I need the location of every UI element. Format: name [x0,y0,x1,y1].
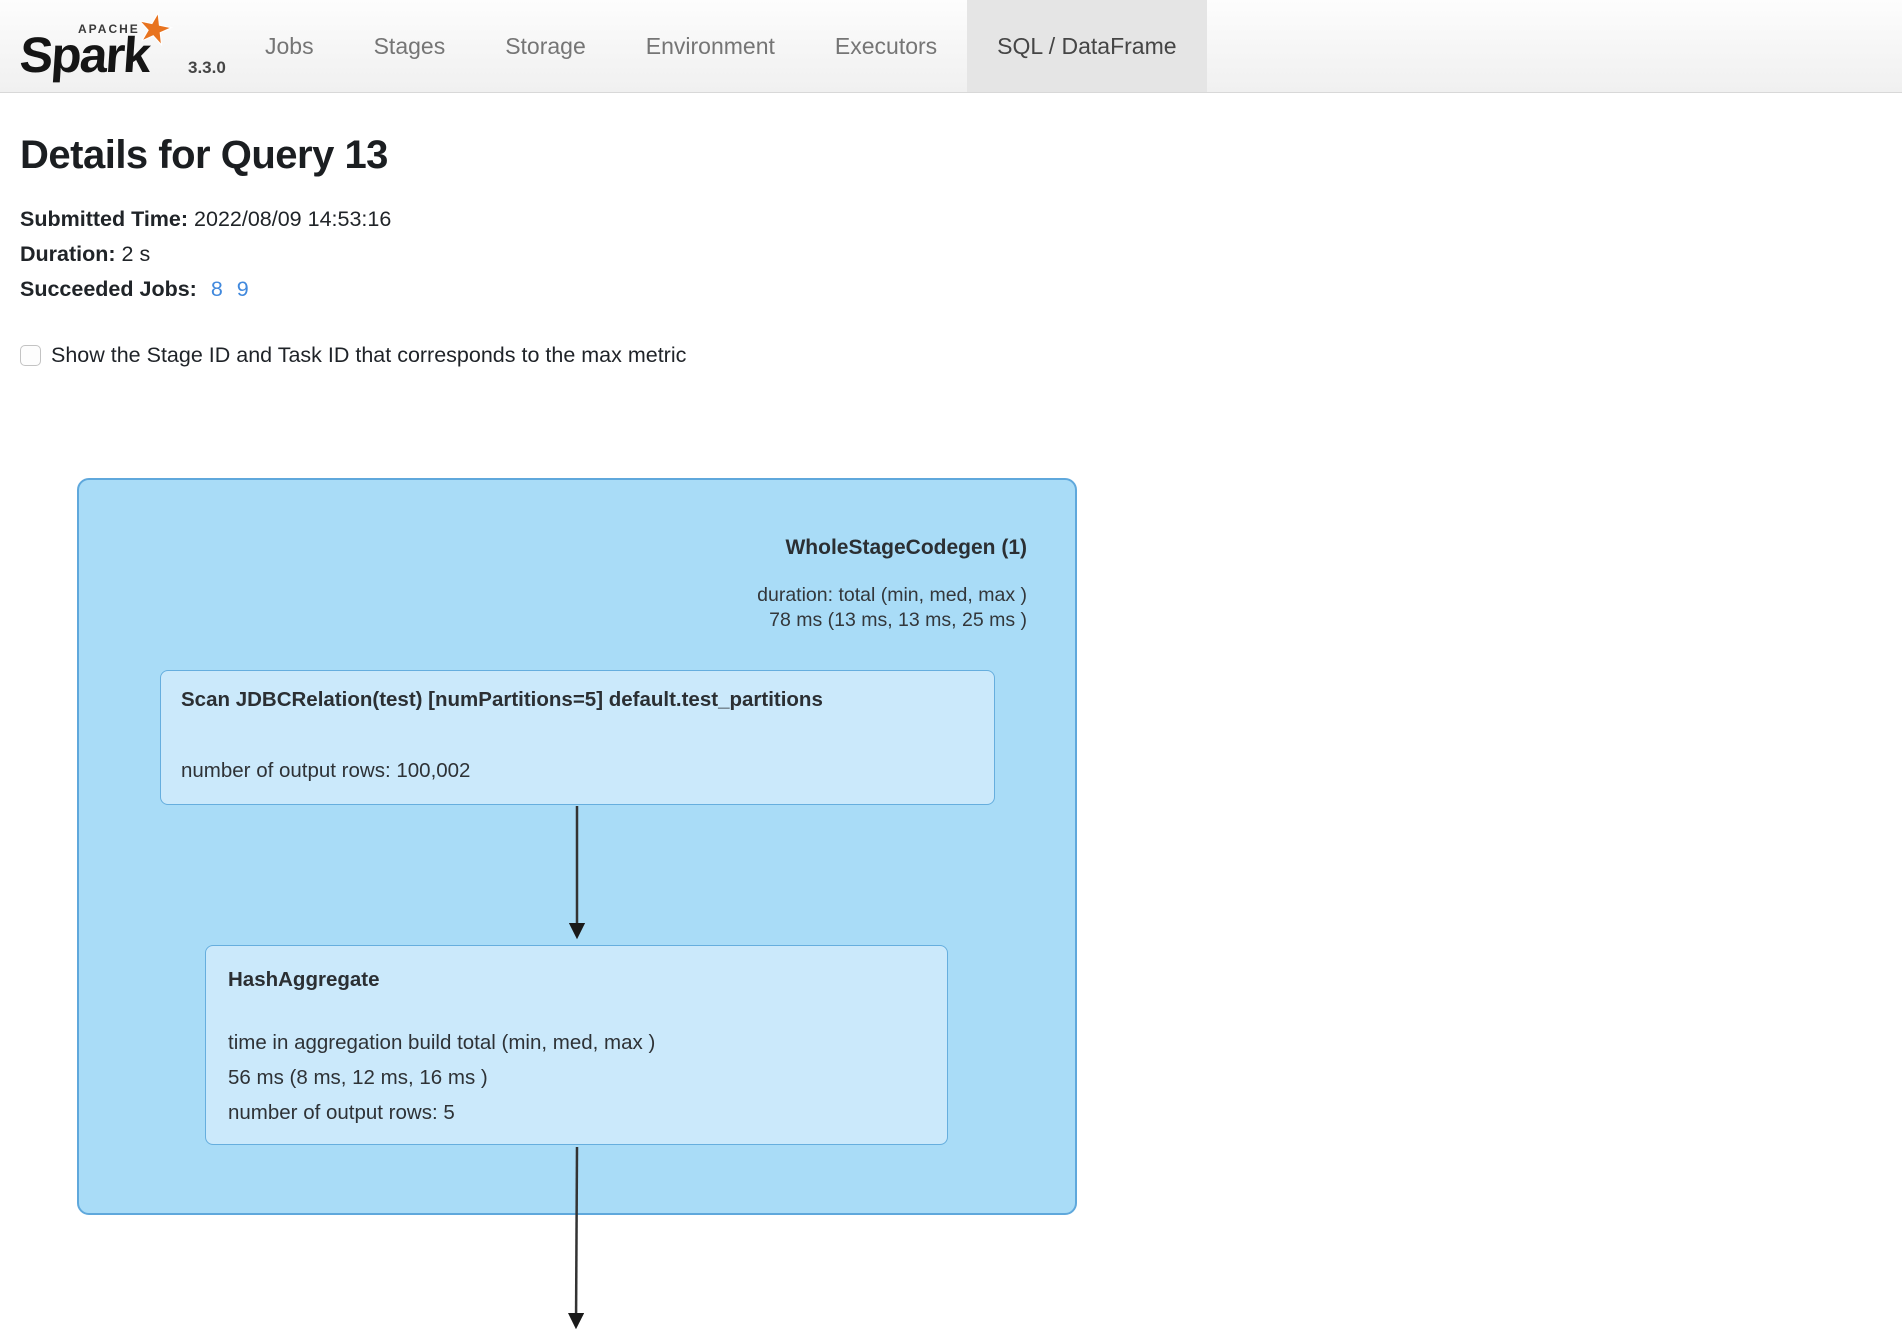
node-metrics: time in aggregation build total (min, me… [228,1025,925,1130]
job-link-8[interactable]: 8 [210,277,223,301]
submitted-time-label: Submitted Time: [20,207,189,231]
succeeded-jobs-row: Succeeded Jobs: 8 9 [20,272,1902,307]
duration-value: 2 s [121,242,151,266]
cluster-metrics: duration: total (min, med, max ) 78 ms (… [79,583,1027,632]
duration-row: Duration: 2 s [20,237,1902,272]
node-title: Scan JDBCRelation(test) [numPartitions=5… [181,688,823,711]
node-title: HashAggregate [228,968,380,991]
query-metadata: Submitted Time: 2022/08/09 14:53:16 Dura… [20,202,1902,307]
scan-jdbcrelation-node[interactable]: Scan JDBCRelation(test) [numPartitions=5… [160,670,995,805]
hashaggregate-node[interactable]: HashAggregate time in aggregation build … [205,945,948,1145]
spark-brand[interactable]: APACHE Spark ★ 3.3.0 [0,0,235,92]
node-metric-line: number of output rows: 5 [228,1101,455,1124]
node-metric-line: number of output rows: 100,002 [181,759,471,782]
tab-environment[interactable]: Environment [645,32,775,59]
spark-wordmark: Spark [18,27,151,83]
spark-star-icon: ★ [131,1,179,56]
query-plan-dag: WholeStageCodegen (1) duration: total (m… [20,390,1902,1344]
tab-stages[interactable]: Stages [373,32,446,59]
main-nav: Jobs Stages Storage Environment Executor… [235,0,1207,92]
spark-logo: APACHE Spark ★ [18,1,180,83]
succeeded-jobs-label: Succeeded Jobs: [20,277,197,301]
submitted-time-row: Submitted Time: 2022/08/09 14:53:16 [20,202,1902,237]
show-stage-task-id-label: Show the Stage ID and Task ID that corre… [51,343,687,367]
cluster-metric-line: duration: total (min, med, max ) [757,584,1027,606]
top-navbar: APACHE Spark ★ 3.3.0 Jobs Stages Storage… [0,0,1902,93]
job-link-9[interactable]: 9 [236,277,249,301]
node-metric-line: 56 ms (8 ms, 12 ms, 16 ms ) [228,1066,488,1089]
cluster-name: WholeStageCodegen (1) [785,536,1027,559]
page-title: Details for Query 13 [20,133,388,177]
tab-executors[interactable]: Executors [834,32,938,59]
tab-storage[interactable]: Storage [505,32,586,59]
apache-label: APACHE [78,22,140,36]
duration-label: Duration: [20,242,116,266]
page-content: Details for Query 13 Submitted Time: 202… [0,133,1902,1344]
tab-jobs[interactable]: Jobs [265,32,314,59]
submitted-time-value: 2022/08/09 14:53:16 [194,207,392,231]
spark-version: 3.3.0 [188,58,226,77]
node-metric-line: time in aggregation build total (min, me… [228,1031,656,1054]
max-metric-option-row: Show the Stage ID and Task ID that corre… [20,343,1902,368]
node-metrics: number of output rows: 100,002 [181,753,974,788]
tab-sql-dataframe[interactable]: SQL / DataFrame [967,0,1207,92]
show-stage-task-id-checkbox[interactable] [20,345,41,366]
cluster-metric-line: 78 ms (13 ms, 13 ms, 25 ms ) [769,608,1027,631]
